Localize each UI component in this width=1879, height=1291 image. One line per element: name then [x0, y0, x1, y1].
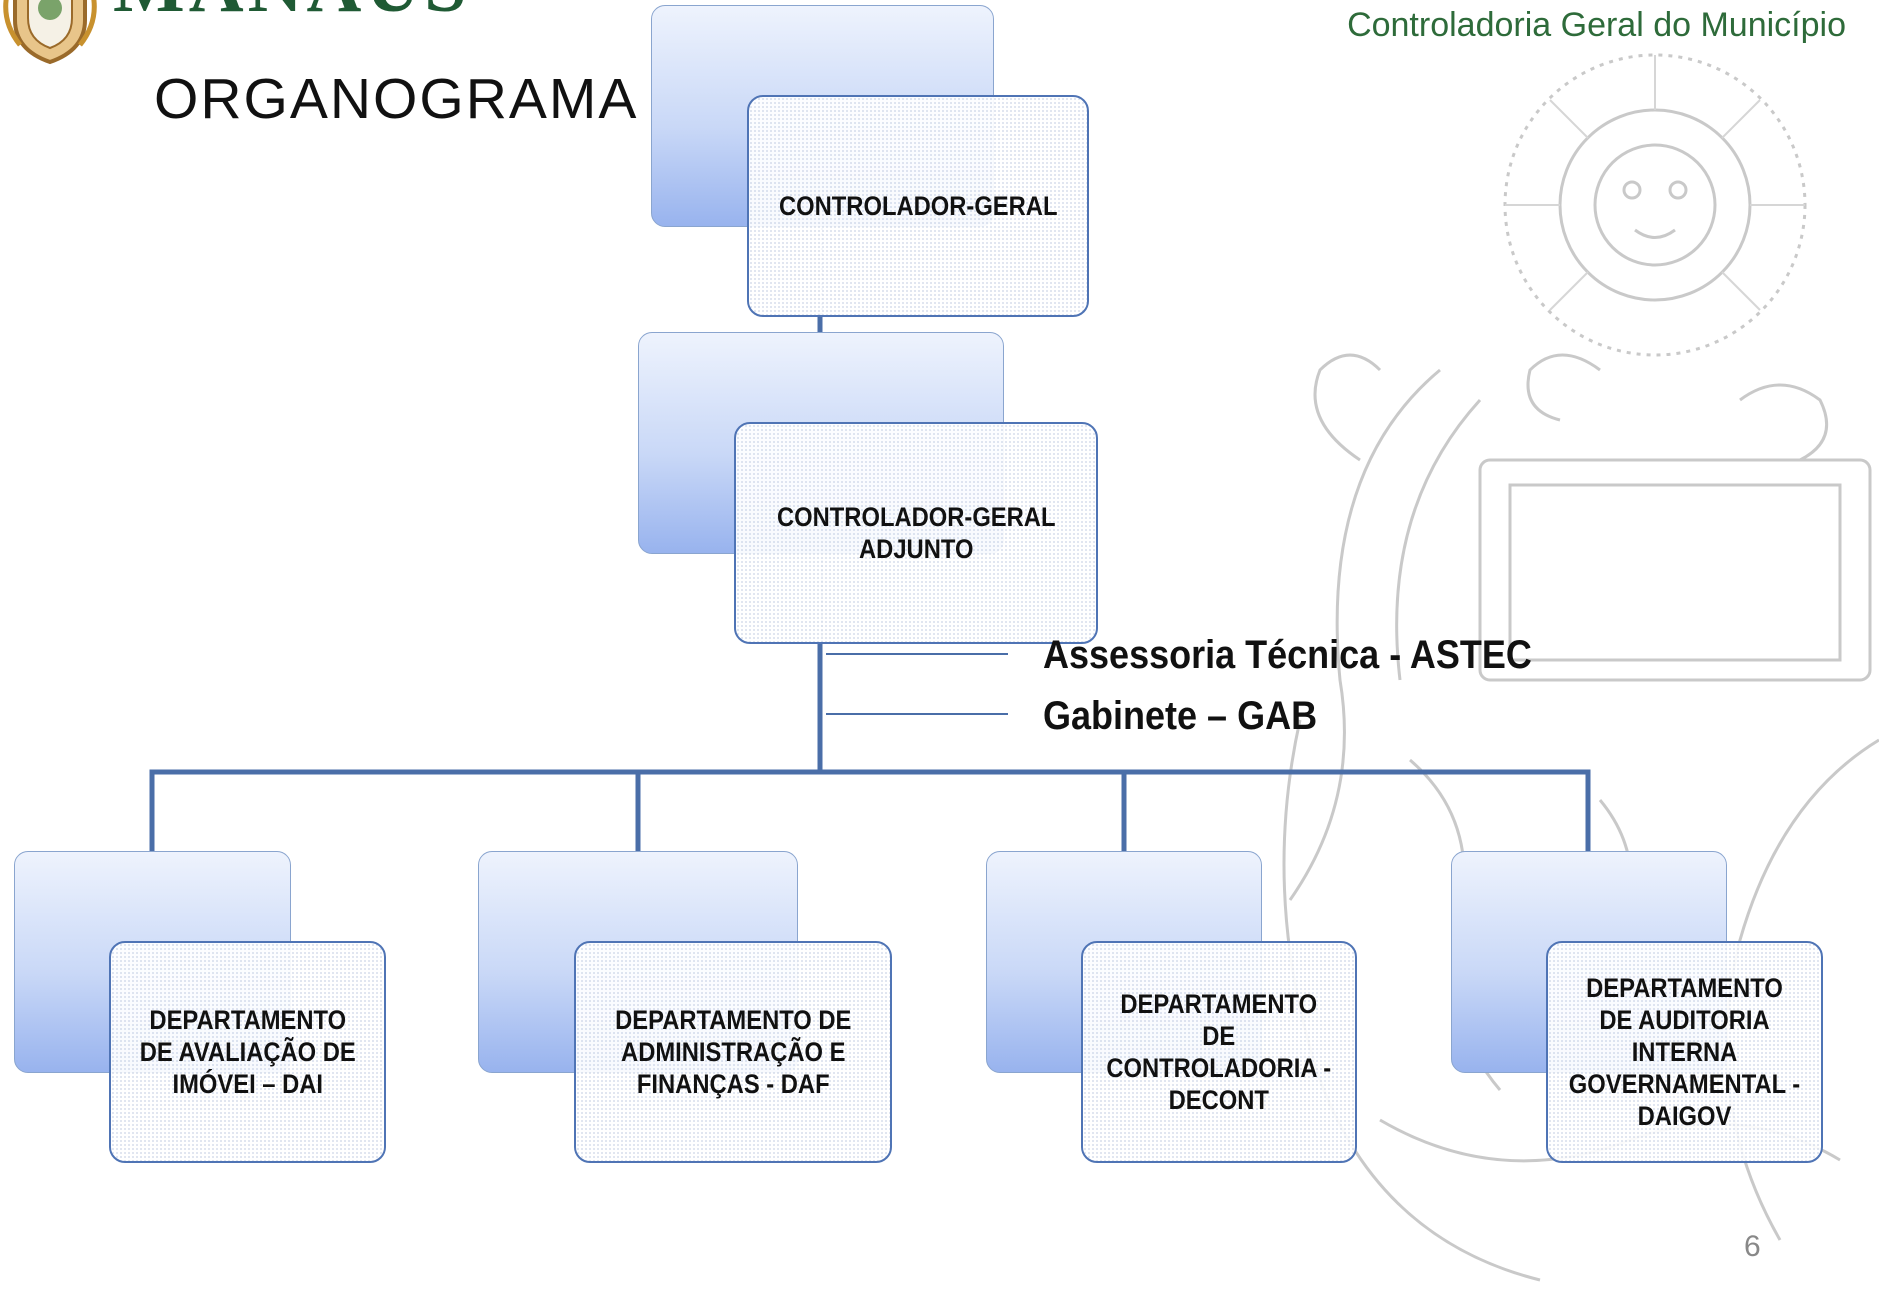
node-label: CONTROLADOR-GERAL [778, 191, 1058, 221]
node-label: DEPARTAMENTO DE AUDITORIA INTERNA GOVERN… [1568, 973, 1801, 1131]
node-label: DEPARTAMENTO DE CONTROLADORIA - DECONT [1106, 989, 1332, 1115]
node-card: DEPARTAMENTO DE AVALIAÇÃO DE IMÓVEI – DA… [109, 941, 386, 1163]
node-card: CONTROLADOR-GERAL ADJUNTO [734, 422, 1098, 644]
organization-name: Controladoria Geral do Município [1347, 6, 1846, 44]
node-card: DEPARTAMENTO DE AUDITORIA INTERNA GOVERN… [1546, 941, 1823, 1163]
node-label: DEPARTAMENTO DE ADMINISTRAÇÃO E FINANÇAS… [614, 1005, 852, 1099]
node-label: DEPARTAMENTO DE AVALIAÇÃO DE IMÓVEI – DA… [139, 1005, 356, 1099]
page-number: 6 [1744, 1230, 1761, 1263]
page-title: ORGANOGRAMA [154, 67, 639, 131]
city-coat-of-arms-logo-icon [3, 0, 97, 65]
logo-wordmark: MANAUS [113, 0, 471, 24]
node-card: DEPARTAMENTO DE ADMINISTRAÇÃO E FINANÇAS… [574, 941, 892, 1163]
node-card: CONTROLADOR-GERAL [747, 95, 1089, 317]
node-card: DEPARTAMENTO DE CONTROLADORIA - DECONT [1081, 941, 1357, 1163]
side-unit-gab: Gabinete – GAB [1043, 694, 1318, 738]
side-unit-astec: Assessoria Técnica - ASTEC [1043, 633, 1532, 677]
node-label: CONTROLADOR-GERAL ADJUNTO [776, 502, 1056, 564]
